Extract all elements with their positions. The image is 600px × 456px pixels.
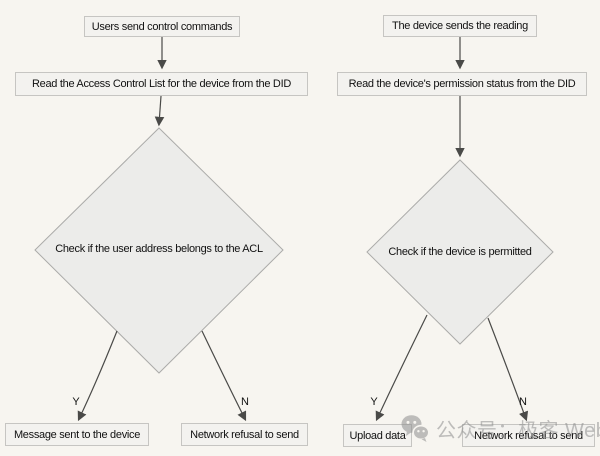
node-left-read: Read the Access Control List for the dev… [15,72,308,96]
branch-label-left-yes: Y [72,396,80,408]
connector-right-yes [375,314,428,422]
node-left-start-label: Users send control commands [91,20,233,33]
decision-left-label: Check if the user address belongs to the… [55,243,263,255]
node-left-no-result: Network refusal to send [181,423,308,446]
node-left-yes-result-label: Message sent to the device [13,428,141,441]
node-right-yes-result: Upload data [343,424,412,447]
branch-label-right-yes: Y [370,396,378,408]
decision-diamond-right [366,159,554,345]
connector-right-no [487,317,529,422]
branch-label-left-no: N [241,396,249,408]
branch-label-right-no: N [519,396,527,408]
node-right-read-label: Read the device's permission status from… [348,78,576,90]
connector-left-no [201,330,247,422]
connector-left-yes [77,330,118,422]
decision-right-label: Check if the device is permitted [388,246,532,258]
connector-left-read-decision [154,95,165,127]
node-left-yes-result: Message sent to the device [5,423,149,446]
node-right-start-label: The device sends the reading [392,20,528,32]
node-right-start: The device sends the reading [383,15,537,37]
node-right-yes-result-label: Upload data [349,429,406,442]
node-left-no-result-label: Network refusal to send [190,428,299,441]
node-left-start: Users send control commands [84,16,240,37]
node-right-no-result-label: Network refusal to send [474,429,583,442]
node-right-read: Read the device's permission status from… [337,72,587,96]
node-left-read-label: Read the Access Control List for the dev… [32,78,291,90]
node-right-no-result: Network refusal to send [462,424,595,447]
decision-diamond-left [34,127,284,374]
